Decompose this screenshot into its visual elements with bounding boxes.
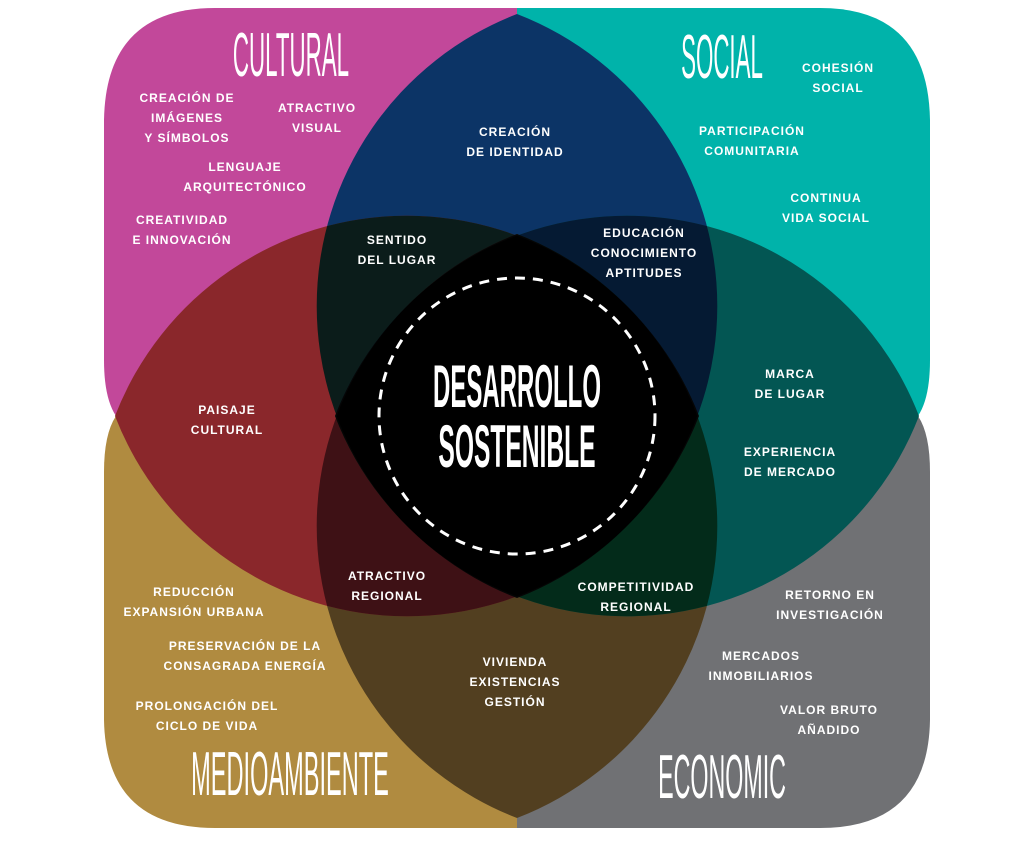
title-cultural: CULTURAL xyxy=(232,21,350,90)
center-overlap xyxy=(335,234,699,598)
center-title-line1: DESARROLLO xyxy=(433,353,601,420)
title-social: SOCIAL xyxy=(681,23,763,92)
dashed-center-ring xyxy=(377,276,657,556)
title-economic: ECONOMIC xyxy=(658,743,786,812)
title-environment: MEDIOAMBIENTE xyxy=(191,740,389,809)
center-title-line2: SOSTENIBLE xyxy=(438,413,596,480)
